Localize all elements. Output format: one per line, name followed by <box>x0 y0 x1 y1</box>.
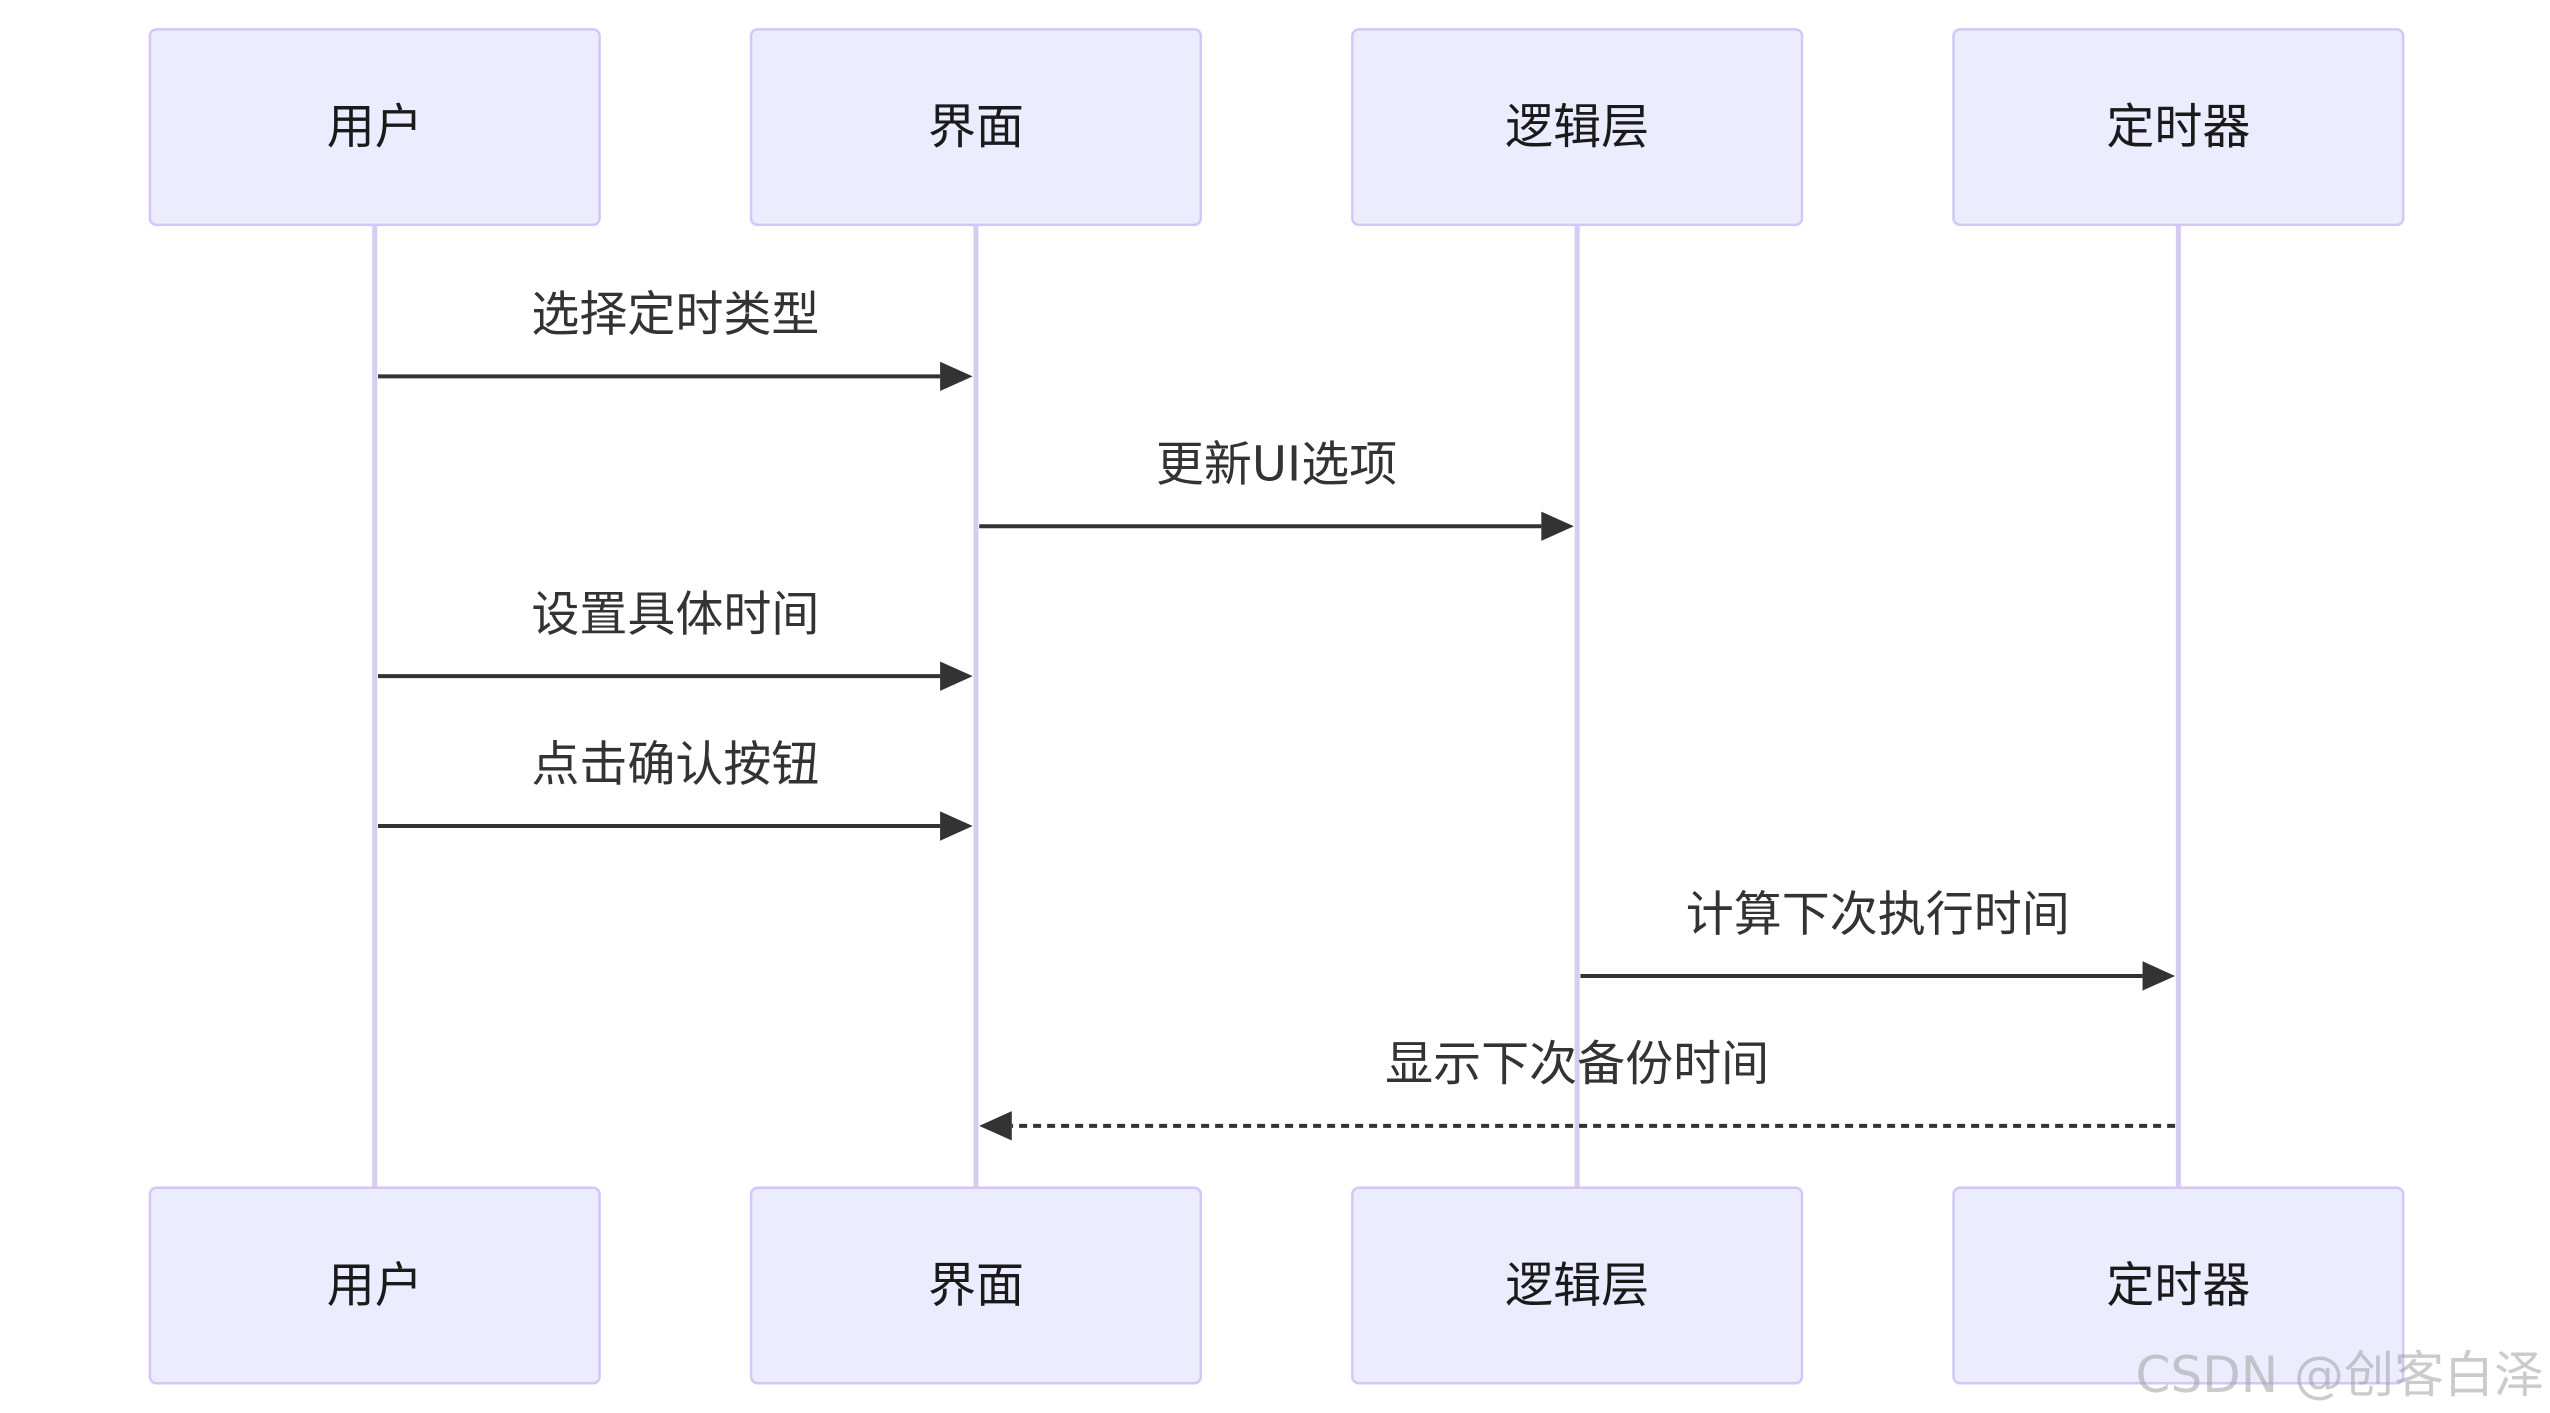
message-arrowhead <box>940 361 973 392</box>
message-label: 选择定时类型 <box>531 287 819 343</box>
participant-ui-top: 界面 <box>749 28 1203 227</box>
participant-label: 逻辑层 <box>1505 1258 1649 1314</box>
participant-label: 界面 <box>928 99 1024 155</box>
message-label: 计算下次执行时间 <box>1686 886 2070 942</box>
participant-box <box>1952 1186 2405 1385</box>
participant-label: 定时器 <box>2106 99 2250 155</box>
participant-box <box>749 28 1203 227</box>
participant-ui-bottom: 界面 <box>749 1186 1203 1385</box>
message-4: 点击确认按钮 <box>377 736 973 841</box>
participant-box <box>749 1186 1203 1385</box>
message-label: 显示下次备份时间 <box>1385 1036 1769 1092</box>
participant-user-top: 用户 <box>148 28 601 227</box>
message-6: 显示下次备份时间 <box>979 1036 2176 1141</box>
participant-label: 用户 <box>327 99 423 155</box>
participant-label: 逻辑层 <box>1505 99 1649 155</box>
message-arrowhead <box>940 811 973 841</box>
participant-timer-bottom: 定时器 <box>1952 1186 2405 1385</box>
participant-label: 用户 <box>327 1258 423 1314</box>
participant-box <box>1952 28 2405 227</box>
participant-box <box>148 1186 601 1385</box>
participant-timer-top: 定时器 <box>1952 28 2405 227</box>
participant-logic-bottom: 逻辑层 <box>1351 1186 1804 1385</box>
message-1: 选择定时类型 <box>377 287 973 392</box>
participant-label: 界面 <box>928 1258 1024 1314</box>
message-label: 设置具体时间 <box>531 587 819 643</box>
participant-user-bottom: 用户 <box>148 1186 601 1385</box>
participant-box <box>1351 1186 1804 1385</box>
message-2: 更新UI选项 <box>979 437 1574 541</box>
actors-top: 用户 界面 逻辑层 定时器 <box>148 28 2405 227</box>
lifelines <box>372 224 2181 1188</box>
message-arrowhead <box>1541 511 1574 541</box>
message-label: 点击确认按钮 <box>531 736 819 792</box>
message-arrowhead <box>940 661 973 691</box>
participant-box <box>1351 28 1804 227</box>
participant-box <box>148 28 601 227</box>
message-5: 计算下次执行时间 <box>1580 886 2176 991</box>
message-arrowhead <box>979 1111 1012 1141</box>
message-label: 更新UI选项 <box>1156 437 1397 493</box>
watermark: CSDN @创客白泽 <box>2135 1346 2544 1404</box>
participant-logic-top: 逻辑层 <box>1351 28 1804 227</box>
message-arrowhead <box>2142 961 2176 991</box>
message-3: 设置具体时间 <box>377 587 973 691</box>
actors-bottom: 用户 界面 逻辑层 定时器 <box>148 1186 2405 1385</box>
participant-label: 定时器 <box>2106 1258 2250 1314</box>
